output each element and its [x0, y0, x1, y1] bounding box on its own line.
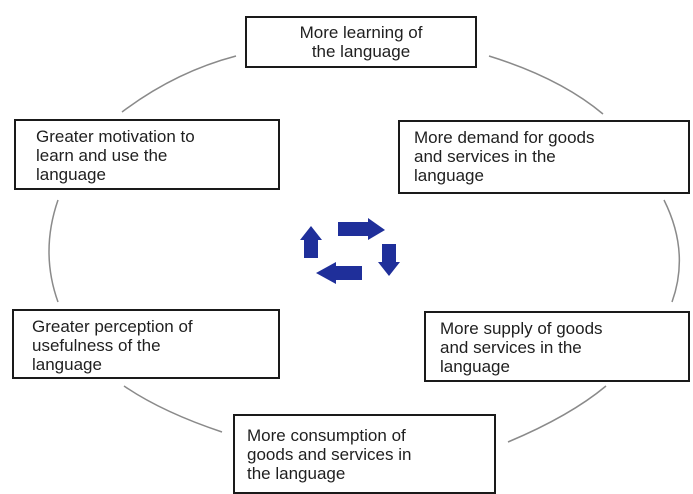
node-greater-perception: Greater perception of usefulness of the … [12, 309, 280, 379]
connector-bottom-to-lower-left [123, 385, 223, 433]
cycle-arrow-top [338, 218, 385, 240]
node-greater-motivation: Greater motivation to learn and use the … [14, 119, 280, 190]
cycle-arrow-left [300, 226, 322, 258]
circular-cycle-arrows-icon [300, 218, 400, 284]
node-more-consumption: More consumption of goods and services i… [233, 414, 496, 494]
node-more-demand: More demand for goods and services in th… [398, 120, 690, 194]
connector-lower-right-to-bottom [507, 385, 607, 443]
connector-lower-left-to-upper-left [48, 199, 59, 303]
cycle-arrow-bottom [316, 262, 362, 284]
cycle-arrow-right [378, 244, 400, 276]
connector-upper-left-to-top [121, 55, 237, 113]
node-more-learning: More learning of the language [245, 16, 477, 68]
connector-upper-right-to-lower-right [663, 199, 681, 303]
connector-top-to-upper-right [488, 55, 604, 115]
node-more-supply: More supply of goods and services in the… [424, 311, 690, 382]
